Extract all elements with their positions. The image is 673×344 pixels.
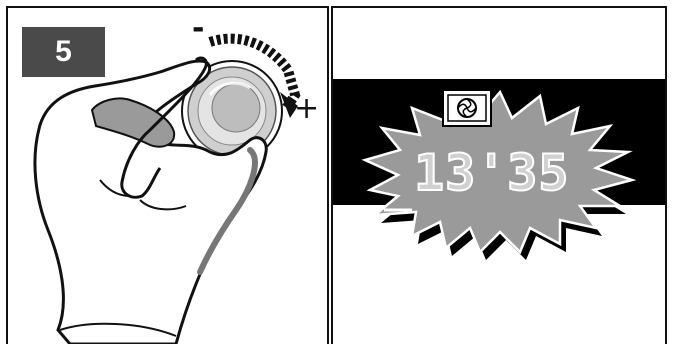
starburst	[361, 89, 637, 255]
step-number-badge: 5	[22, 27, 105, 77]
plus-label: +	[294, 91, 320, 126]
time-display: 13'35	[414, 144, 570, 202]
oven-fan-icon	[442, 89, 492, 127]
rotation-arrow-icon	[208, 33, 301, 118]
hand-drawing	[33, 56, 268, 344]
minus-label: -	[192, 11, 205, 46]
